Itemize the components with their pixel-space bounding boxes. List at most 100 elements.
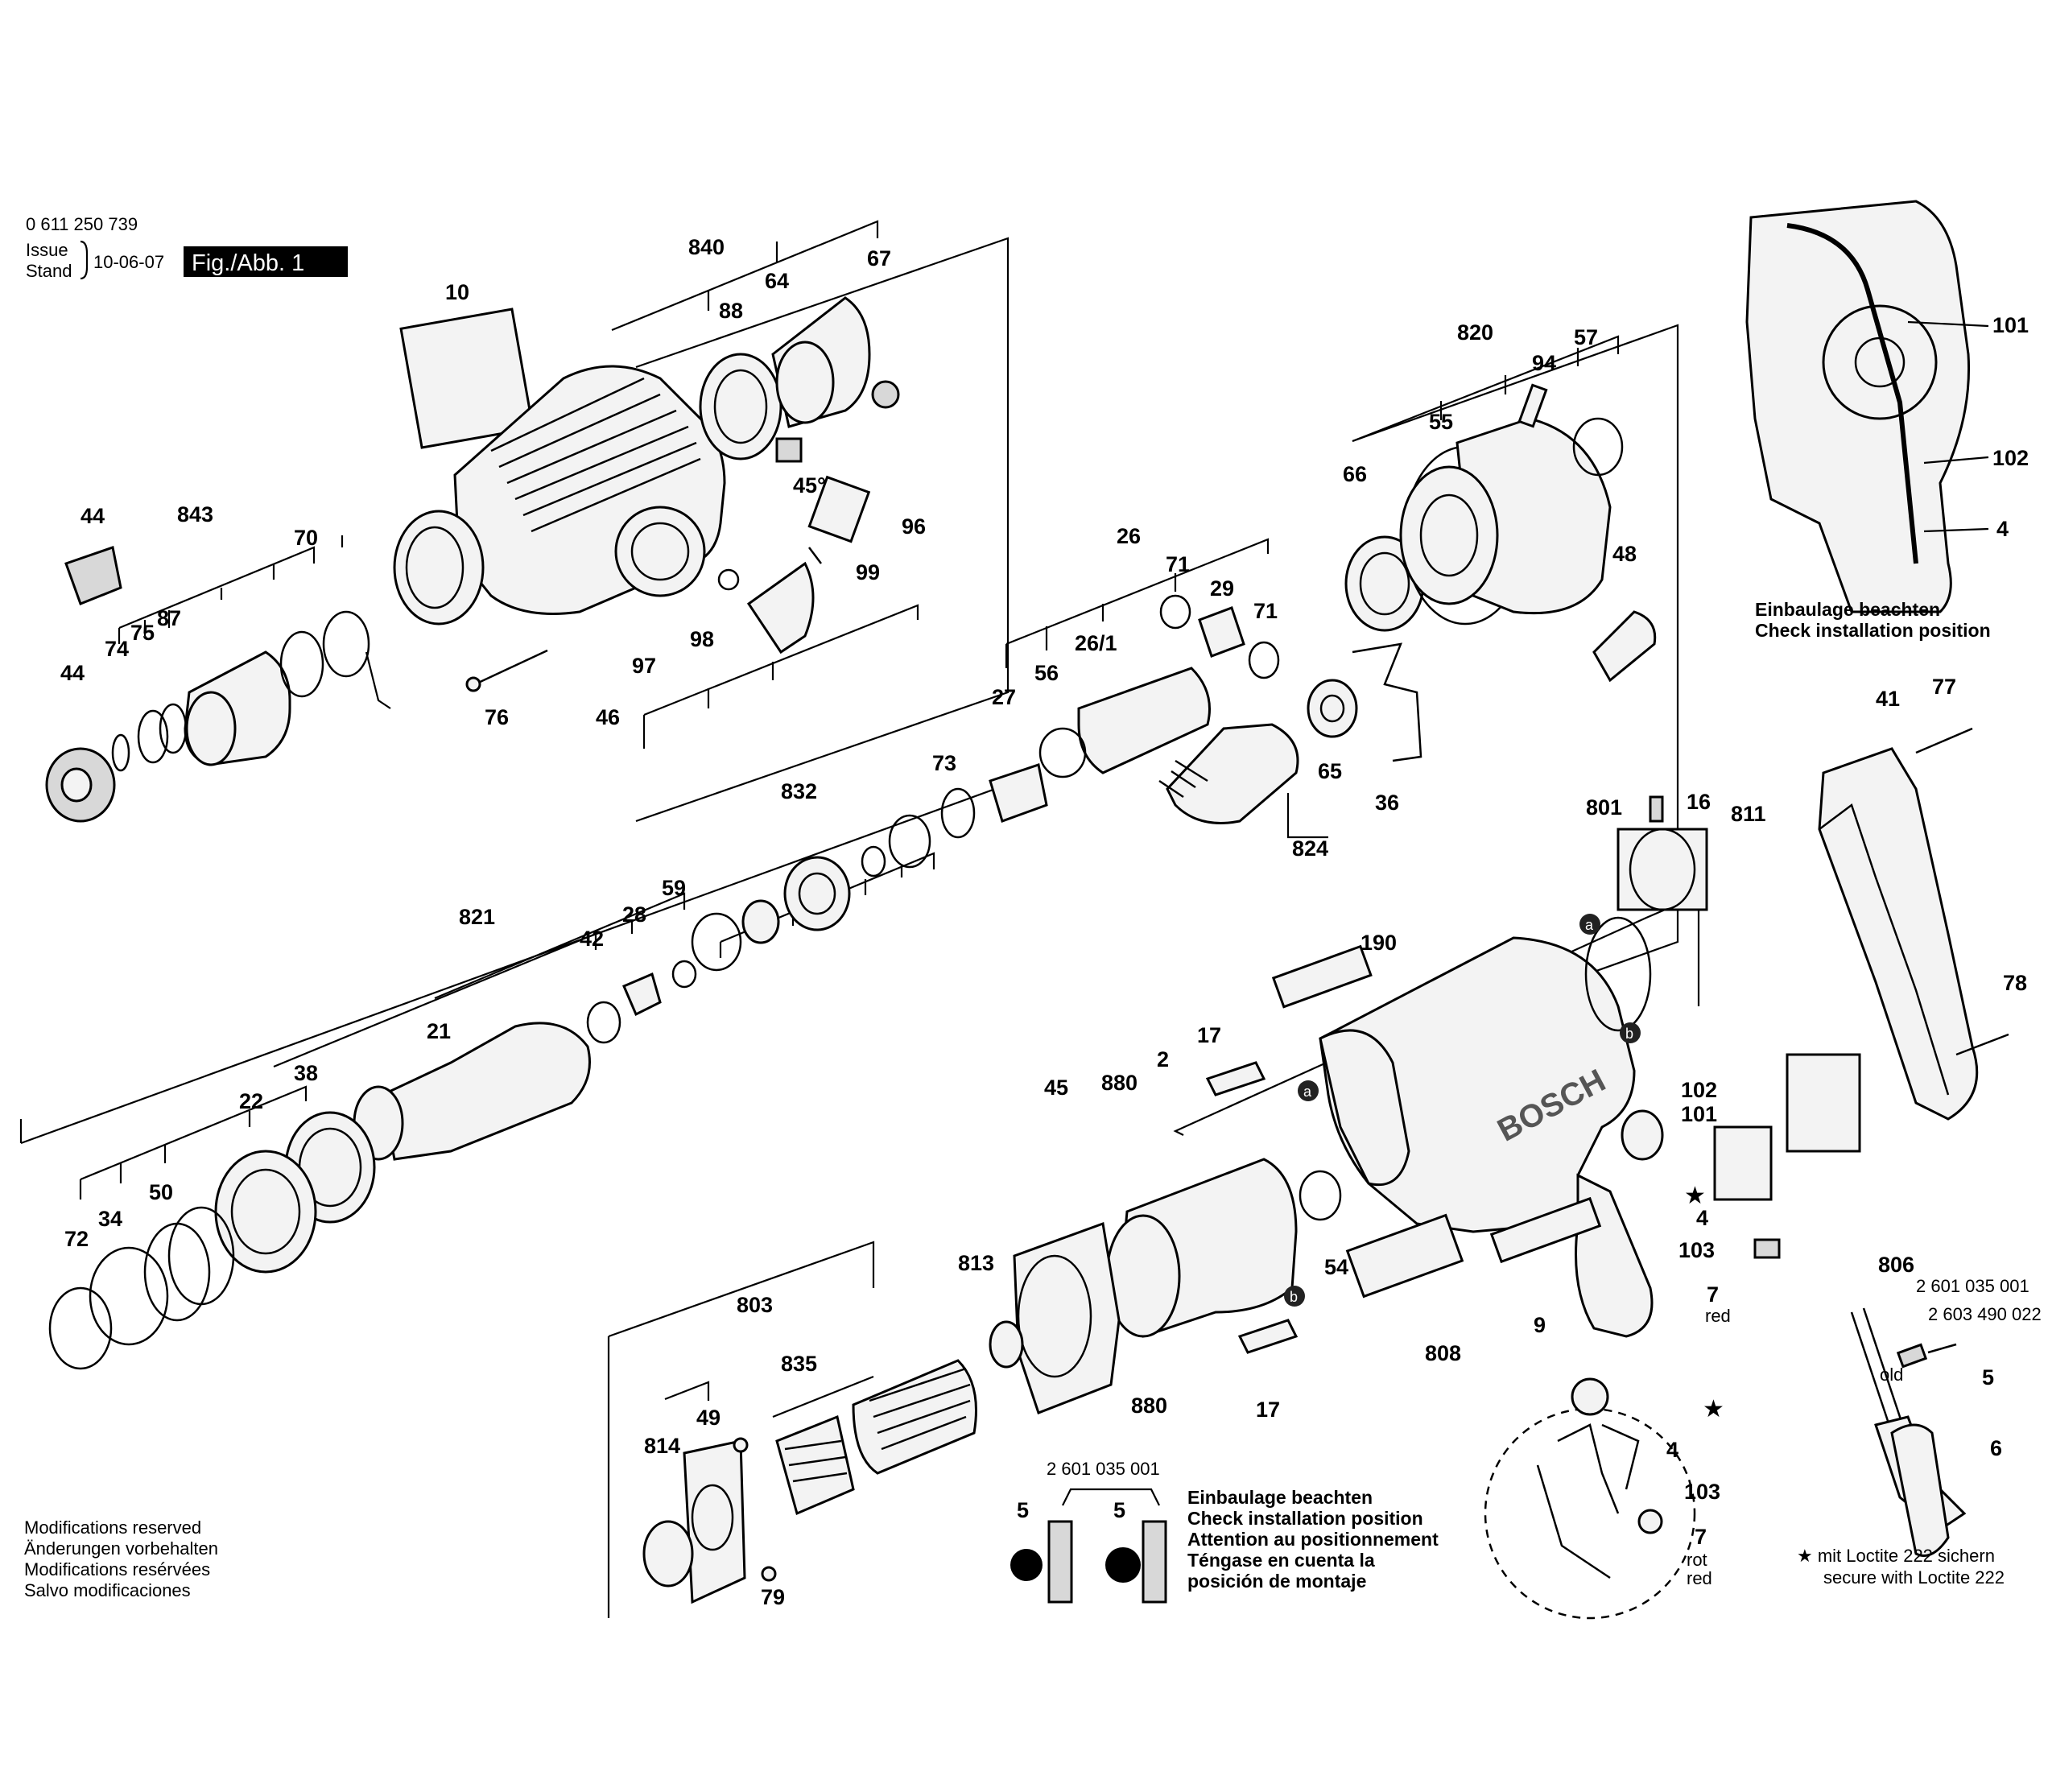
spring-tail: [365, 651, 391, 709]
clip-44: [64, 546, 122, 605]
label-45deg: 45°: [793, 473, 826, 498]
label-7: 7: [1707, 1282, 1719, 1307]
label-102: 102: [1681, 1078, 1717, 1102]
spring-832: [888, 814, 931, 869]
label-880-bottom: 880: [1131, 1394, 1167, 1418]
modifications-line-3: Modifications resérvées: [24, 1559, 210, 1579]
label-101-inset: 101: [1992, 313, 2029, 337]
bearing-832: [783, 856, 851, 931]
pin-29: [1198, 606, 1245, 658]
marker-a-top-text: a: [1585, 917, 1594, 933]
part-number-cable: 2 601 035 001: [1916, 1276, 2029, 1296]
nut-44-bore: [60, 767, 93, 803]
cable-sleeve-6: [1890, 1423, 1950, 1557]
housing-bore: [614, 506, 706, 597]
housing-ribs: [490, 377, 701, 533]
label-801: 801: [1586, 795, 1622, 820]
label-48: 48: [1612, 542, 1637, 566]
label-813: 813: [958, 1251, 994, 1275]
label-5-cable: 5: [1982, 1365, 1994, 1389]
label-57: 57: [1574, 325, 1598, 349]
drive-parts-26: [989, 594, 1422, 824]
label-79: 79: [761, 1585, 785, 1609]
detail-screw: [1637, 1509, 1663, 1534]
label-2: 2: [1157, 1047, 1169, 1071]
label-5-brush-left: 5: [1017, 1498, 1029, 1522]
label-4-inset: 4: [1996, 517, 2009, 541]
brush-17-top: [1205, 1061, 1266, 1096]
brush-5-right-dot: [1105, 1547, 1141, 1583]
label-36: 36: [1375, 791, 1399, 815]
washer-34: [89, 1246, 169, 1346]
lever-99: [746, 561, 815, 654]
bracket-840-ticks: [707, 242, 778, 311]
screw-79-b: [761, 1566, 777, 1582]
label-27: 27: [992, 685, 1016, 709]
label-67: 67: [867, 246, 891, 270]
marker-b-top-text: b: [1625, 1026, 1633, 1042]
label-835: 835: [781, 1352, 817, 1376]
label-88: 88: [719, 299, 743, 323]
label-64: 64: [765, 269, 789, 293]
label-59: 59: [662, 876, 686, 900]
label-44-bottom: 44: [60, 661, 85, 685]
label-73: 73: [932, 751, 956, 775]
label-87: 87: [157, 606, 181, 630]
label-880-top: 880: [1101, 1071, 1138, 1095]
clamp-screw: [1927, 1343, 1957, 1354]
pin-94: [1517, 383, 1548, 428]
label-808: 808: [1425, 1341, 1461, 1365]
gear-22-inner: [230, 1168, 301, 1255]
label-94: 94: [1532, 351, 1556, 375]
bearing-66-inner: [1359, 551, 1410, 616]
label-101: 101: [1681, 1102, 1717, 1126]
inset-motor-end: [1822, 304, 1938, 420]
cable-parts: 2 601 035 001 2 603 490 022 old: [1850, 1276, 2042, 1557]
label-49: 49: [696, 1406, 721, 1430]
marker-b-top: [1620, 1022, 1641, 1043]
label-102-inset: 102: [1992, 446, 2029, 470]
bracket-843: [118, 546, 316, 630]
armature-parts: [642, 1320, 1024, 1604]
label-45: 45: [1044, 1076, 1068, 1100]
wire-806-a: [1850, 1311, 1893, 1434]
bearing-813: [989, 1320, 1024, 1369]
bearing-65-inner: [1319, 694, 1345, 723]
label-190: 190: [1361, 931, 1397, 955]
brush-5-left: [1047, 1520, 1073, 1604]
label-16: 16: [1687, 790, 1711, 814]
crank-shaft: [1158, 759, 1208, 799]
inset-installation-view: Einbaulage beachten Check installation p…: [1745, 200, 1991, 641]
fan-blades: [784, 1439, 848, 1483]
label-97: 97: [632, 654, 656, 678]
bracket-824: [1286, 793, 1328, 839]
label-99: 99: [856, 560, 880, 584]
label-34: 34: [98, 1207, 122, 1231]
label-70: 70: [294, 526, 318, 550]
label-rot: rot: [1687, 1550, 1707, 1570]
screw-76-head: [465, 676, 481, 692]
label-803: 803: [737, 1293, 773, 1317]
fan-835: [775, 1414, 855, 1516]
detail-circle: [1484, 1407, 1696, 1620]
cylinder-21: [381, 1022, 591, 1161]
capacitor: [1713, 1125, 1773, 1201]
brush-note-line-1: Einbaulage beachten: [1187, 1487, 1373, 1508]
label-843: 843: [177, 502, 213, 526]
header-brace: [80, 240, 89, 280]
label-41: 41: [1876, 687, 1900, 711]
bracket-840: [611, 220, 879, 332]
label-4-detail: 4: [1666, 1438, 1678, 1462]
modifications-line-4: Salvo modificaciones: [24, 1580, 191, 1600]
inset-leaders: [1907, 320, 1989, 533]
ring-87: [159, 703, 188, 754]
label-26-1: 26/1: [1075, 631, 1117, 655]
bush-832: [741, 899, 780, 944]
ring-42: [586, 1001, 621, 1044]
screw-77: [1915, 727, 1973, 754]
label-96: 96: [902, 514, 926, 539]
label-808: [1345, 1213, 1464, 1299]
bearing-65: [1307, 679, 1358, 738]
label-56: 56: [1034, 661, 1059, 685]
label-75: 75: [130, 621, 155, 645]
